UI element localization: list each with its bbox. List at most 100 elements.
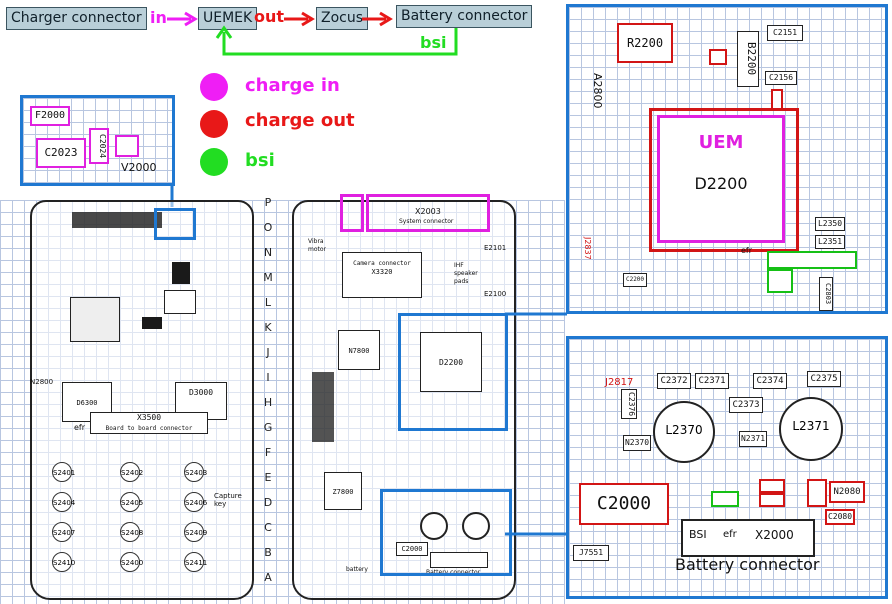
efr-left-label: efr (74, 423, 86, 432)
row-i: I (266, 371, 270, 384)
zocus-box: Zocus (316, 7, 369, 30)
f2000-part: F2000 (30, 106, 70, 126)
row-b: B (264, 546, 272, 559)
key-pad-s2404: S2404 (52, 492, 75, 512)
a2800-label: A2800 (591, 73, 604, 109)
c2000-board-part: C2000 (396, 542, 428, 556)
row-f: F (264, 446, 272, 459)
charger-connector-box: Charger connector (6, 7, 147, 30)
b2200-part: B2200 (737, 31, 759, 87)
x2000-connector: BSI efr X2000 (681, 519, 815, 557)
row-l: L (264, 296, 272, 309)
uem-outer-red (649, 108, 799, 252)
red-part-c (807, 479, 827, 507)
l2370-coil: L2370 (653, 401, 715, 463)
battery-connector-board-label: Battery connector (426, 569, 481, 576)
row-j: J (266, 346, 270, 359)
l2371-board (462, 512, 490, 540)
system-connector-marker: X2003 System connector (366, 194, 490, 232)
efr-bottom-label: efr (723, 529, 737, 540)
d2200-board-part: D2200 (420, 332, 482, 392)
capture-key-label: Capture key (214, 492, 242, 508)
uem-chip: UEM D2200 (657, 115, 785, 243)
battery-zoom-panel: C2372 C2371 C2374 C2375 C2373 C2376 J281… (566, 336, 888, 599)
d2200-board-label: D2200 (438, 358, 464, 367)
bsi-pin-label: BSI (689, 528, 707, 541)
charge-in-dot (200, 73, 228, 101)
uem-label: UEM (698, 132, 744, 153)
charge-out-dot (200, 110, 228, 138)
zocus-arrow-icon (362, 11, 393, 27)
red-part-b (759, 493, 785, 507)
l2370-label: L2370 (665, 423, 703, 437)
key-pad-s2403: S2403 (184, 462, 207, 482)
d2200-label: D2200 (694, 174, 748, 193)
x3500-label: X3500 (136, 413, 162, 422)
bsi-return-arrow-icon (215, 25, 458, 56)
row-m: M (263, 271, 273, 284)
ihf-speaker-pads-label: IHF speaker pads (454, 262, 478, 285)
key-pad-s2407: S2407 (52, 522, 75, 542)
bsi-green-part (711, 491, 739, 507)
row-o: O (263, 221, 273, 234)
c2376-part: C2376 (621, 389, 637, 419)
c2024-part: C2024 (89, 128, 109, 164)
j2837-label: J2837 (583, 237, 592, 260)
top-components (72, 212, 162, 228)
v2000-label: V2000 (121, 161, 157, 174)
in-label: in (150, 8, 167, 27)
z7800-part: Z7800 (324, 472, 362, 510)
key-pad-s2400: S2400 (120, 552, 143, 572)
d3000-label: D3000 (188, 388, 214, 397)
bsi-label: bsi (420, 33, 447, 52)
row-a: A (264, 571, 272, 584)
c2151-part: C2151 (767, 25, 803, 41)
battery-area-marker (380, 489, 512, 576)
row-g: G (263, 421, 273, 434)
out-arrow-icon (284, 11, 315, 27)
key-pad-s2411: S2411 (184, 552, 207, 572)
left-board: D6300 N2800 D3000 X3500 Board to board c… (30, 200, 254, 600)
key-pad-s2408: S2408 (120, 522, 143, 542)
camera-connector-label: Camera connector (353, 260, 411, 267)
c2156-part: C2156 (765, 71, 797, 85)
key-pad-s2405: S2405 (120, 492, 143, 512)
l2350-part: L2350 (815, 217, 845, 231)
charger-area-marker (154, 208, 196, 240)
uemek-box: UEMEK (198, 7, 258, 30)
red-part-a (759, 479, 785, 493)
row-n: N (263, 246, 273, 259)
x3500-connector: X3500 Board to board connector (90, 412, 208, 434)
c2000-board-label: C2000 (401, 545, 423, 553)
charge-in-legend: charge in (245, 75, 340, 96)
small-red-part (709, 49, 727, 65)
uem-zoom-panel: R2200 B2200 A2800 C2151 C2156 UEM D2200 … (566, 4, 888, 314)
row-h: H (263, 396, 273, 409)
n2080-part: N2080 (829, 481, 865, 503)
key-pad-s2406: S2406 (184, 492, 207, 512)
row-d: D (263, 496, 273, 509)
battery-connector-title: Battery connector (675, 555, 820, 574)
x3320-label: X3320 (371, 268, 393, 276)
bsi-pad-green-2 (767, 269, 793, 293)
battery-connector-part (430, 552, 488, 568)
r2200-part: R2200 (617, 23, 673, 63)
key-pad-s2401: S2401 (52, 462, 75, 482)
n7800-label: N7800 (348, 347, 370, 355)
e2101-label: E2101 (484, 244, 507, 252)
l2371-coil: L2371 (779, 397, 843, 461)
c2023-part: C2023 (36, 138, 86, 168)
j7551-part: J7551 (573, 545, 609, 561)
system-connector-left-marker (340, 194, 364, 232)
x2490-part (164, 290, 196, 314)
key-pad-s2410: S2410 (52, 552, 75, 572)
l2371-label: L2371 (792, 419, 830, 433)
out-label: out (254, 7, 285, 26)
key-pad-s2409: S2409 (184, 522, 207, 542)
a7702-part (70, 297, 120, 342)
n7800-part: N7800 (338, 330, 380, 370)
efr-top-label: efr (741, 246, 753, 255)
bsi-pads-green (767, 251, 857, 269)
n2800-label: N2800 (30, 378, 54, 386)
c2000-part: C2000 (579, 483, 669, 525)
